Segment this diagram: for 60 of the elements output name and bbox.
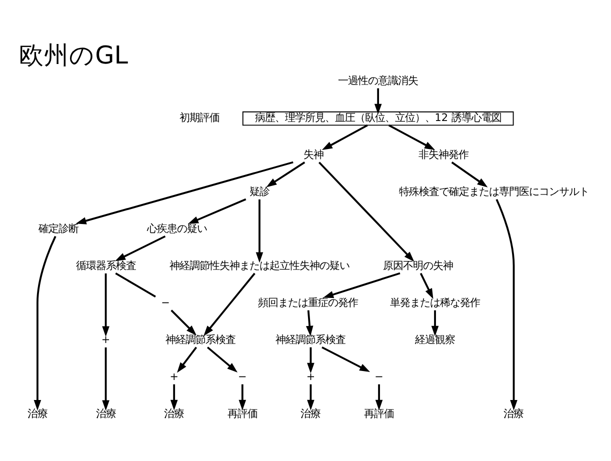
- node-text: 再評価: [364, 408, 394, 420]
- arrow: [496, 198, 518, 410]
- arrow: [431, 310, 439, 336]
- node-text: +: [101, 334, 110, 346]
- arrow: [170, 384, 178, 410]
- arrow: [375, 384, 383, 410]
- node-text: +: [306, 371, 316, 384]
- arrow: [256, 199, 264, 263]
- arrow: [266, 162, 306, 188]
- node-text: 神経調節性失神または起立性失神の疑い: [169, 260, 350, 272]
- arrow: [451, 162, 488, 188]
- node-text: 心疾患の疑い: [146, 223, 207, 236]
- arrow: [306, 310, 314, 336]
- node-text: 特殊検査で確定または専門医にコンサルト: [398, 186, 589, 198]
- node-text: 頻回または重症の発作: [258, 297, 358, 310]
- node-text: 確定診断: [38, 223, 78, 236]
- connector: [115, 272, 156, 298]
- arrow: [420, 272, 434, 300]
- arrow: [388, 124, 436, 150]
- arrow: [34, 236, 56, 410]
- node-text: 治療: [96, 408, 116, 420]
- node-text: 非失神発作: [418, 149, 469, 162]
- node-text: −: [161, 297, 170, 310]
- arrow: [102, 273, 110, 337]
- arrow: [170, 310, 197, 336]
- node-text: +: [170, 371, 178, 384]
- arrow: [374, 88, 382, 114]
- node-text: 治療: [27, 408, 48, 420]
- node-text: 原因不明の失神: [382, 260, 453, 272]
- node-text: 経過観察: [415, 334, 456, 346]
- arrow: [114, 235, 166, 262]
- arrow: [307, 347, 314, 374]
- node-text: 循環器系検査: [76, 260, 136, 272]
- node-text: 治療: [504, 408, 524, 420]
- node-text: 失神: [304, 149, 324, 162]
- node-text: 疑診: [249, 186, 270, 198]
- node-text: 治療: [164, 408, 184, 420]
- node-text: 治療: [300, 408, 321, 420]
- arrow: [76, 161, 294, 224]
- arrow: [177, 346, 198, 373]
- node-text: −: [238, 371, 247, 384]
- node-box: 病歴、理学所見、血圧（臥位、立位）、12 誘導心電図: [242, 111, 514, 126]
- arrow: [318, 162, 414, 262]
- diagram-title: 欧州のGL: [19, 40, 128, 70]
- arrow: [322, 124, 368, 150]
- arrow: [102, 347, 110, 411]
- arrow: [238, 384, 246, 410]
- node-text: 単発または稀な発作: [390, 297, 480, 310]
- node-text: 一過性の意識消失: [338, 75, 418, 88]
- arrow: [322, 346, 370, 372]
- arrow: [206, 346, 238, 373]
- node-text: 神経調節系検査: [276, 334, 346, 346]
- node-label: 初期評価: [180, 112, 220, 124]
- node-text: 神経調節系検査: [166, 334, 236, 346]
- node-text: 再評価: [227, 408, 258, 420]
- arrow: [323, 272, 400, 298]
- arrow: [307, 384, 314, 410]
- node-text: −: [374, 371, 384, 384]
- arrow: [188, 198, 246, 224]
- arrow: [204, 272, 256, 336]
